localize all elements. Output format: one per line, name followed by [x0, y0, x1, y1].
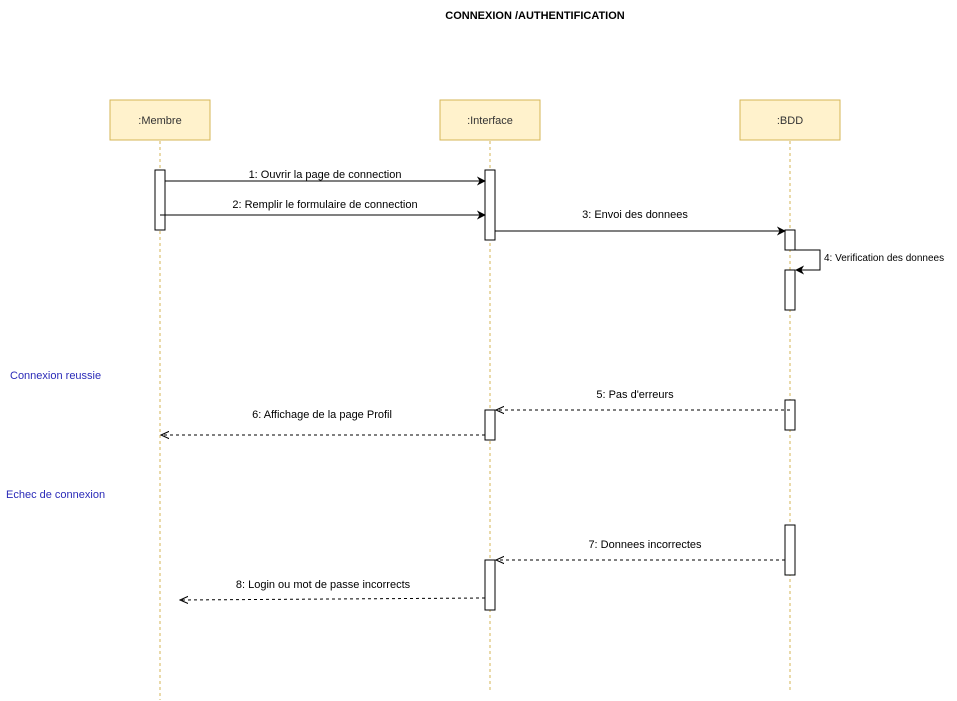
activation-interface-2[interactable] [484, 409, 496, 441]
activation-bdd-1[interactable] [784, 229, 796, 251]
message-5-label: 5: Pas d'erreurs [596, 389, 674, 401]
section-success-label: Connexion reussie [10, 370, 101, 382]
activation-interface-3[interactable] [484, 559, 496, 611]
lifeline-bdd[interactable]: :BDD [739, 99, 841, 141]
activation-bdd-2[interactable] [784, 269, 796, 311]
message-7-label: 7: Donnees incorrectes [588, 539, 702, 551]
lifeline-membre[interactable]: :Membre [109, 99, 211, 141]
message-4-arrow[interactable] [795, 249, 821, 275]
activation-bdd-3[interactable] [784, 399, 796, 431]
diagram-title: CONNEXION /AUTHENTIFICATION [445, 10, 625, 22]
lifeline-interface[interactable]: :Interface [439, 99, 541, 141]
activation-interface-1[interactable] [484, 169, 496, 241]
message-3-label: 3: Envoi des donnees [582, 209, 688, 221]
message-1-label: 1: Ouvrir la page de connection [249, 169, 402, 181]
message-8-label: 8: Login ou mot de passe incorrects [236, 579, 411, 591]
lifeline-bdd-label: :BDD [777, 115, 803, 127]
section-failure-label: Echec de connexion [6, 489, 105, 501]
message-4-label: 4: Verification des donnees [824, 253, 944, 264]
message-8-arrow[interactable] [180, 598, 486, 600]
lifeline-membre-label: :Membre [138, 115, 181, 127]
lifeline-interface-label: :Interface [467, 115, 513, 127]
activation-membre-1[interactable] [154, 169, 166, 231]
message-2-label: 2: Remplir le formulaire de connection [232, 199, 417, 211]
activation-bdd-4[interactable] [784, 524, 796, 576]
message-6-label: 6: Affichage de la page Profil [252, 409, 392, 421]
